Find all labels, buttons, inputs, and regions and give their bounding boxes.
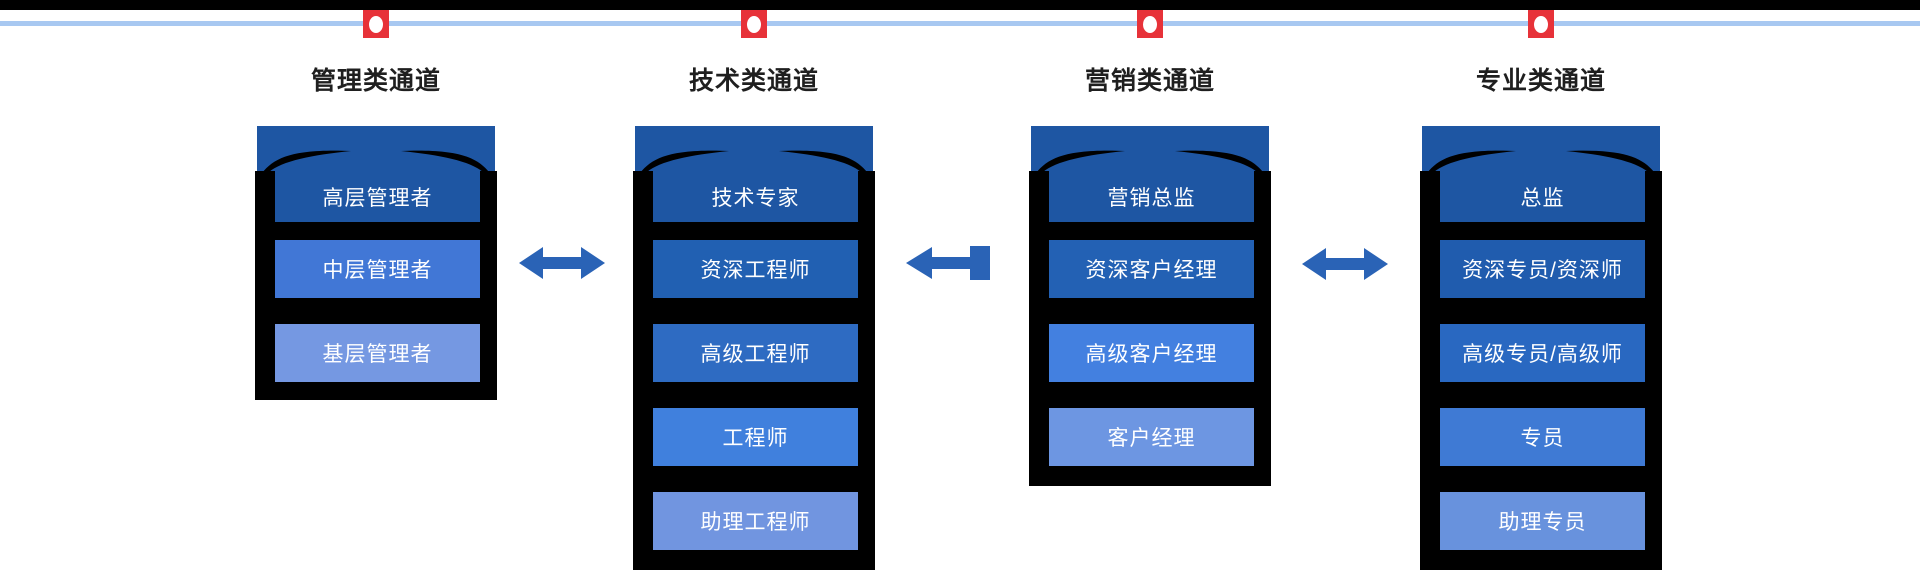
ribbon-curl-right-icon	[779, 150, 867, 172]
level-box: 技术专家	[653, 171, 858, 222]
ribbon-curl-left-icon	[263, 150, 351, 172]
timeline-marker-icon	[1528, 10, 1554, 38]
timeline-marker-icon	[741, 10, 767, 38]
ribbon-curl-right-icon	[1175, 150, 1263, 172]
level-box: 助理工程师	[653, 492, 858, 550]
level-box: 专员	[1440, 408, 1645, 466]
ribbon-banner	[635, 126, 873, 171]
ribbon-banner	[1031, 126, 1269, 171]
level-box: 高层管理者	[275, 171, 480, 222]
level-box: 资深工程师	[653, 240, 858, 298]
double-arrow-icon	[1302, 246, 1388, 282]
channel-title: 营销类通道	[1084, 67, 1215, 95]
ribbon-banner	[1422, 126, 1660, 171]
level-box: 营销总监	[1049, 171, 1254, 222]
timeline-marker-icon	[1137, 10, 1163, 38]
level-box: 高级专员/高级师	[1440, 324, 1645, 382]
level-box: 资深客户经理	[1049, 240, 1254, 298]
level-box: 总监	[1440, 171, 1645, 222]
level-box: 工程师	[653, 408, 858, 466]
level-box: 资深专员/资深师	[1440, 240, 1645, 298]
channel-title: 管理类通道	[310, 67, 441, 95]
top-black-bar	[0, 0, 1920, 10]
timeline-marker-icon	[363, 10, 389, 38]
ribbon-curl-left-icon	[1428, 150, 1516, 172]
level-box: 高级工程师	[653, 324, 858, 382]
double-arrow-icon	[519, 245, 605, 281]
marker-dot-icon	[1534, 15, 1548, 33]
marker-dot-icon	[1143, 15, 1157, 33]
level-box: 中层管理者	[275, 240, 480, 298]
ribbon-curl-right-icon	[401, 150, 489, 172]
ribbon-banner	[257, 126, 495, 171]
marker-dot-icon	[369, 15, 383, 33]
channel-title: 技术类通道	[688, 67, 819, 95]
ribbon-curl-left-icon	[1037, 150, 1125, 172]
level-box: 基层管理者	[275, 324, 480, 382]
timeline-rule	[0, 21, 1920, 26]
channel-title: 专业类通道	[1475, 67, 1606, 95]
marker-dot-icon	[747, 15, 761, 33]
ribbon-curl-right-icon	[1566, 150, 1654, 172]
left-arrow-icon	[906, 245, 994, 281]
ribbon-curl-left-icon	[641, 150, 729, 172]
level-box: 助理专员	[1440, 492, 1645, 550]
level-box: 高级客户经理	[1049, 324, 1254, 382]
level-box: 客户经理	[1049, 408, 1254, 466]
